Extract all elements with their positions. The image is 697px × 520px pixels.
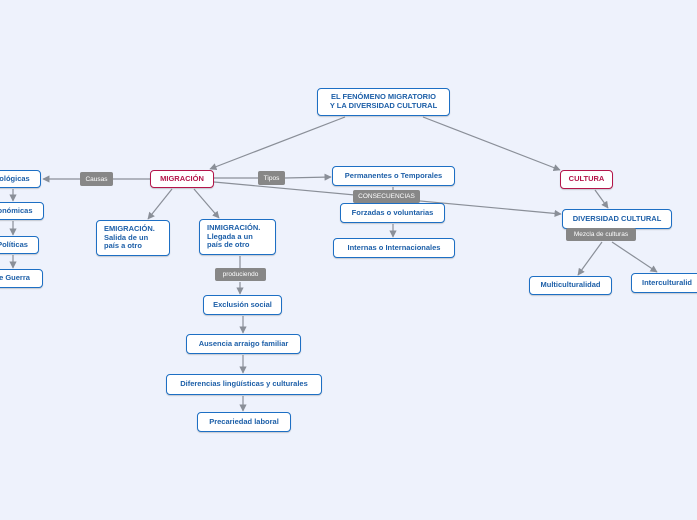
- tag-tipos[interactable]: Tipos: [258, 171, 285, 185]
- connector-migracion-to-emigracion: [147, 188, 173, 220]
- connector-cultura-to-diversidad: [594, 189, 609, 209]
- node-diferencias-linguisticas[interactable]: Diferencias lingüísticas y culturales: [166, 374, 322, 395]
- connector-root-to-cultura: [422, 116, 561, 172]
- tag-mezcla-culturas[interactable]: Mezcla de culturas: [566, 228, 636, 241]
- connector-migracion-to-inmigracion: [193, 188, 220, 219]
- connector-root-to-migracion: [209, 116, 346, 171]
- root-node-migration-phenomenon[interactable]: EL FENÓMENO MIGRATORIO Y LA DIVERSIDAD C…: [317, 88, 450, 116]
- node-causa-ecologicas[interactable]: ológicas: [0, 170, 41, 188]
- node-migracion[interactable]: MIGRACIÓN: [150, 170, 214, 188]
- node-multiculturalidad[interactable]: Multiculturalidad: [529, 276, 612, 295]
- connector-diversidad-to-multiculturalidad: [577, 241, 603, 276]
- node-causa-politicas[interactable]: Políticas: [0, 236, 39, 254]
- tag-consecuencias[interactable]: CONSECUENCIAS: [353, 190, 420, 203]
- node-exclusion-social[interactable]: Exclusión social: [203, 295, 282, 315]
- node-inmigracion[interactable]: INMIGRACIÓN. Llegada a un país de otro: [199, 219, 276, 255]
- node-forzadas-voluntarias[interactable]: Forzadas o voluntarias: [340, 203, 445, 223]
- node-causa-guerra[interactable]: e Guerra: [0, 269, 43, 288]
- node-emigracion[interactable]: EMIGRACIÓN. Salida de un país a otro: [96, 220, 170, 256]
- node-permanentes-temporales[interactable]: Permanentes o Temporales: [332, 166, 455, 186]
- tag-produciendo[interactable]: produciendo: [215, 268, 266, 281]
- node-ausencia-arraigo[interactable]: Ausencia arraigo familiar: [186, 334, 301, 354]
- node-internas-internacionales[interactable]: Internas o Internacionales: [333, 238, 455, 258]
- node-cultura[interactable]: CULTURA: [560, 170, 613, 189]
- connector-tipos-tag-to-permanentes: [284, 173, 332, 181]
- node-causa-economicas[interactable]: onómicas: [0, 202, 44, 220]
- node-interculturalidad[interactable]: Interculturalid: [631, 273, 697, 293]
- node-diversidad-cultural[interactable]: DIVERSIDAD CULTURAL: [562, 209, 672, 229]
- tag-causas[interactable]: Causas: [80, 172, 113, 186]
- connector-lines: [9, 116, 658, 412]
- connector-diversidad-to-interculturalidad: [611, 241, 658, 273]
- node-precariedad-laboral[interactable]: Precariedad laboral: [197, 412, 291, 432]
